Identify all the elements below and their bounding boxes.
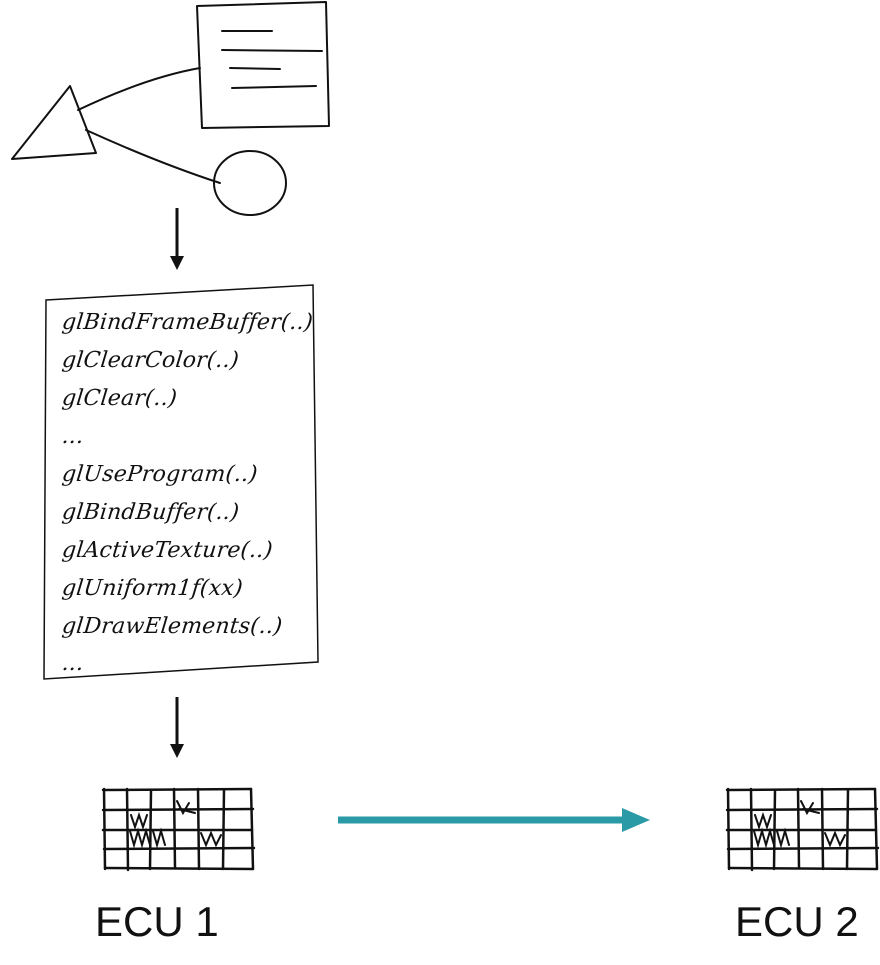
code-listing-frame (43, 284, 319, 680)
code-line-5: glUseProgram(..) (60, 462, 259, 487)
code-line-2: glClearColor(..) (60, 348, 241, 373)
code-line-1: glBindFrameBuffer(..) (60, 310, 315, 335)
code-line-6: glBindBuffer(..) (60, 500, 241, 525)
code-line-7: glActiveTexture(..) (60, 538, 274, 563)
arrow-down-2 (170, 697, 184, 758)
edge-to-circle (85, 129, 221, 184)
transfer-arrow (338, 808, 650, 832)
code-line-4: ... (60, 424, 85, 449)
triangle-node (11, 85, 97, 160)
arrow-down-1 (170, 208, 184, 270)
document-line-3 (229, 67, 281, 70)
code-line-9: glDrawElements(..) (60, 614, 284, 639)
code-line-10: ... (60, 651, 85, 676)
code-line-8: glUniform1f(xx) (60, 576, 245, 601)
document-line-2 (221, 49, 323, 52)
framebuffer-grid-ecu2 (725, 787, 880, 872)
code-line-3: glClear(..) (60, 386, 179, 411)
ecu1-label: ECU 1 (95, 898, 219, 945)
circle-node (213, 150, 287, 216)
document-node (196, 1, 330, 129)
framebuffer-grid-ecu1 (101, 787, 256, 872)
scene-graph (11, 1, 330, 216)
ecu2-label: ECU 2 (735, 898, 859, 945)
document-line-4 (231, 85, 317, 89)
edge-to-document (77, 67, 201, 111)
